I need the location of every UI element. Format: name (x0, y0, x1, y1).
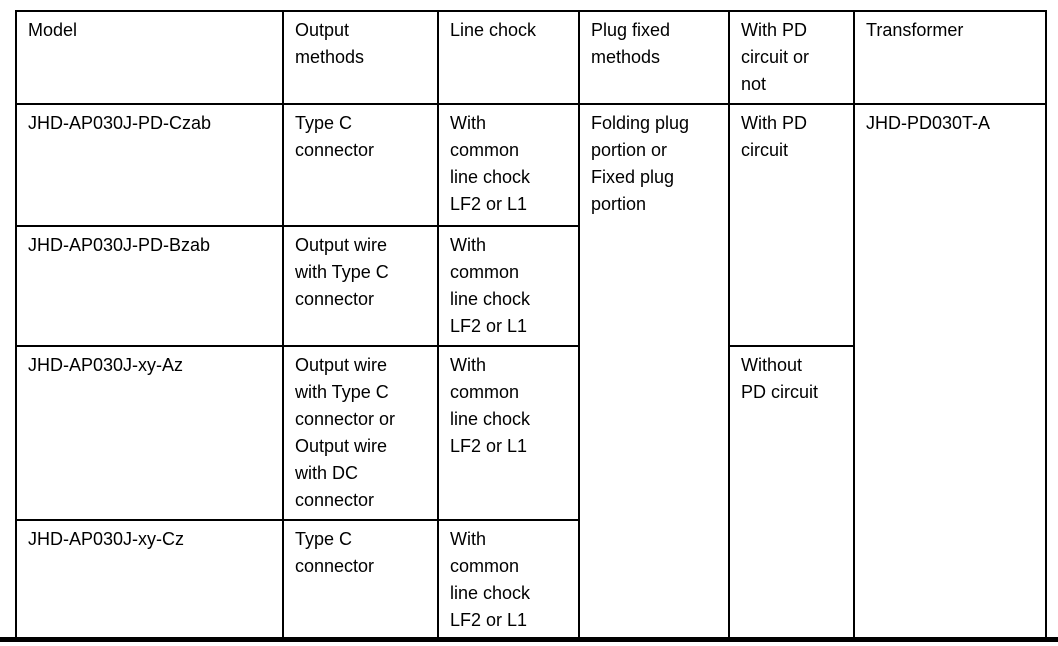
page-bottom-rule (0, 637, 1058, 642)
table-header-row: Model Output methods Line chock Plug fix… (15, 10, 1047, 105)
column-header-transformer: Transformer (853, 10, 1047, 105)
cell-output-methods-row3: Output wire with Type C connector or Out… (282, 345, 439, 521)
cell-without-pd-circuit-merged: Without PD circuit (728, 345, 855, 641)
table-row-4: JHD-AP030J-xy-Cz Type C connector With c… (15, 519, 1046, 641)
column-header-plug-fixed-methods: Plug fixed methods (578, 10, 730, 105)
cell-model-row4: JHD-AP030J-xy-Cz (15, 519, 284, 641)
column-header-model: Model (15, 10, 284, 105)
table-row-2: JHD-AP030J-PD-Bzab Output wire with Type… (15, 225, 1046, 347)
column-header-line-chock: Line chock (437, 10, 580, 105)
cell-model-row3: JHD-AP030J-xy-Az (15, 345, 284, 521)
cell-with-pd-circuit-merged: With PD circuit (728, 103, 855, 347)
cell-line-chock-row3: With common line chock LF2 or L1 (437, 345, 580, 521)
cell-plug-fixed-methods-merged: Folding plug portion or Fixed plug porti… (578, 103, 730, 641)
cell-model-row1: JHD-AP030J-PD-Czab (15, 103, 284, 227)
cell-transformer-merged: JHD-PD030T-A (853, 103, 1047, 641)
table-row-1: JHD-AP030J-PD-Czab Type C connector With… (15, 103, 1047, 641)
column-header-output-methods: Output methods (282, 10, 439, 105)
cell-output-methods-row2: Output wire with Type C connector (282, 225, 439, 347)
product-spec-table: Model Output methods Line chock Plug fix… (15, 10, 1047, 641)
cell-line-chock-row1: With common line chock LF2 or L1 (437, 103, 580, 227)
cell-output-methods-row4: Type C connector (282, 519, 439, 641)
cell-line-chock-row4: With common line chock LF2 or L1 (437, 519, 580, 641)
cell-model-row2: JHD-AP030J-PD-Bzab (15, 225, 284, 347)
cell-line-chock-row2: With common line chock LF2 or L1 (437, 225, 580, 347)
column-header-pd-circuit: With PD circuit or not (728, 10, 855, 105)
cell-output-methods-row1: Type C connector (282, 103, 439, 227)
